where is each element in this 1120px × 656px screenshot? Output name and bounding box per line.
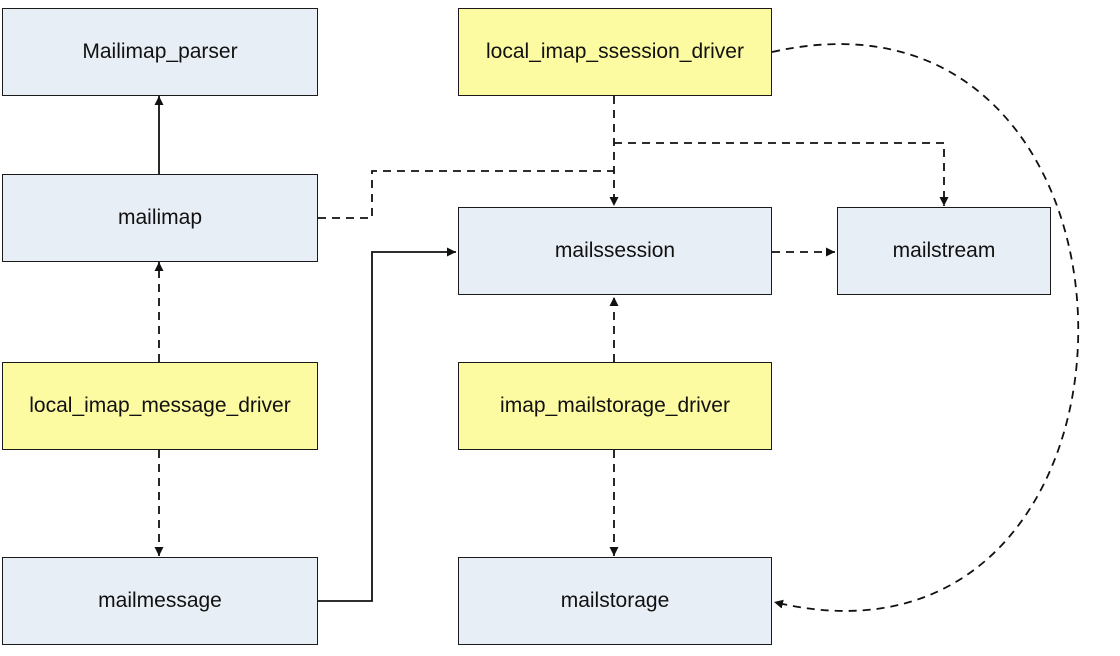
edge-ssession-driver-to-mailstorage <box>771 43 1080 612</box>
edge-mailimap-to-mailssession <box>318 170 614 219</box>
node-mailimap-parser: Mailimap_parser <box>2 8 318 96</box>
node-mailmessage: mailmessage <box>2 557 318 645</box>
node-local-imap-ssession-driver: local_imap_ssession_driver <box>458 8 772 96</box>
node-local-imap-message-driver: local_imap_message_driver <box>2 362 318 450</box>
edge-mailmessage-to-mailssession <box>318 247 456 602</box>
node-mailstream: mailstream <box>837 207 1051 295</box>
node-mailstorage: mailstorage <box>458 557 772 645</box>
node-imap-mailstorage-driver: imap_mailstorage_driver <box>458 362 772 450</box>
edge-ssession-driver-to-mailstream <box>614 142 949 206</box>
node-mailssession: mailssession <box>458 207 772 295</box>
node-mailimap: mailimap <box>2 174 318 262</box>
